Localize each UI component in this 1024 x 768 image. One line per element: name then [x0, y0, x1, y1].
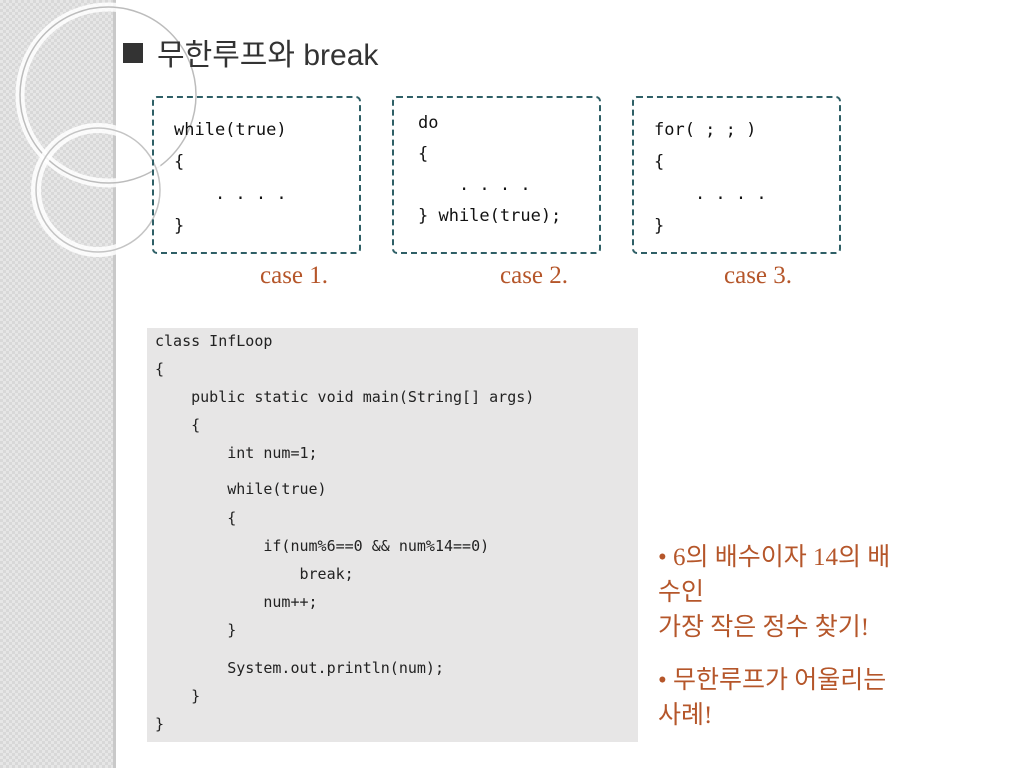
- case-label-2: case 2.: [500, 262, 569, 289]
- sidebar-divider: [113, 0, 116, 768]
- listing-line: public static void main(String[] args): [155, 388, 535, 406]
- deco-circle-large-outline: [19, 6, 197, 184]
- listing-line: num++;: [155, 593, 318, 611]
- listing-line: class InfLoop: [155, 332, 273, 350]
- listing-line: }: [155, 687, 201, 705]
- code-line: {: [418, 144, 429, 164]
- code-listing: class InfLoop { public static void main(…: [147, 328, 638, 742]
- code-line: {: [174, 152, 185, 172]
- code-box-case1: while(true) { . . . . }: [152, 96, 361, 254]
- code-line: while(true): [174, 120, 287, 140]
- note-item-2: • 무한루프가 어울리는 사례!: [658, 663, 978, 733]
- code-line: }: [174, 216, 185, 236]
- page-title: 무한루프와 break: [123, 30, 378, 74]
- code-box-case2: do { . . . . } while(true);: [392, 96, 601, 254]
- note-line: • 6의 배수이자 14의 배: [658, 544, 891, 571]
- code-line: }: [654, 216, 665, 236]
- title-text: 무한루프와 break: [157, 39, 379, 72]
- note-line: 가장 작은 정수 찾기!: [658, 614, 870, 641]
- notes-panel: • 6의 배수이자 14의 배 수인 가장 작은 정수 찾기! • 무한루프가 …: [658, 540, 978, 751]
- listing-line: {: [155, 509, 237, 527]
- note-line: 수인: [658, 579, 705, 606]
- code-box-case3: for( ; ; ) { . . . . }: [632, 96, 841, 254]
- listing-line: System.out.println(num);: [155, 659, 444, 677]
- decorative-circles: [15, 2, 200, 257]
- deco-circle-small-outline: [35, 127, 161, 253]
- note-line: • 무한루프가 어울리는: [658, 667, 887, 694]
- code-line: . . . .: [174, 184, 287, 204]
- code-line: for( ; ; ): [654, 120, 757, 140]
- listing-line: }: [155, 621, 237, 639]
- listing-line: }: [155, 715, 165, 733]
- code-line: do: [418, 113, 439, 133]
- listing-line: if(num%6==0 && num%14==0): [155, 537, 490, 555]
- case-label-1: case 1.: [260, 262, 329, 289]
- note-line: 사례!: [658, 702, 713, 729]
- listing-line: while(true): [155, 480, 327, 498]
- code-line: {: [654, 152, 665, 172]
- code-line: } while(true);: [418, 206, 562, 226]
- title-bullet-square: [123, 43, 143, 63]
- case-label-3: case 3.: [724, 262, 793, 289]
- listing-line: {: [155, 360, 165, 378]
- note-item-1: • 6의 배수이자 14의 배 수인 가장 작은 정수 찾기!: [658, 540, 978, 645]
- code-line: . . . .: [654, 184, 767, 204]
- listing-line: {: [155, 416, 201, 434]
- listing-line: break;: [155, 565, 354, 583]
- code-line: . . . .: [418, 175, 531, 195]
- listing-line: int num=1;: [155, 444, 318, 462]
